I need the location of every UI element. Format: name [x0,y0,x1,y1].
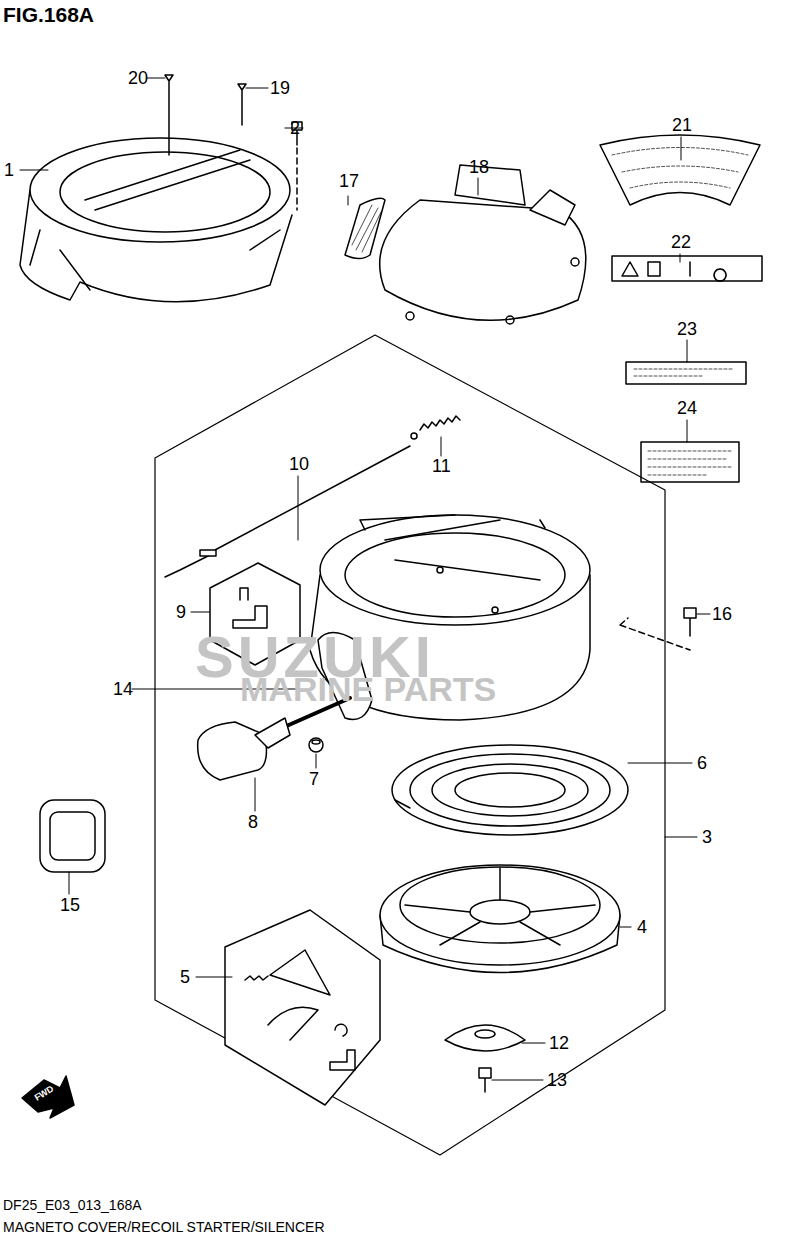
callout-number: 8 [248,813,258,831]
watermark: MARINE PARTS [240,672,496,706]
callout-number: 21 [672,116,692,134]
callout-number: 24 [677,399,697,417]
callout-number: 6 [697,754,707,772]
callout-number: 16 [712,605,732,623]
callout-number: 12 [549,1034,569,1052]
figure-caption: MAGNETO COVER/RECOIL STARTER/SILENCER [3,1220,325,1234]
callout-number: 15 [60,896,80,914]
callout-number: 10 [289,455,309,473]
callout-number: 18 [469,158,489,176]
figure-title: FIG.168A [3,4,94,25]
callout-number: 23 [677,320,697,338]
callout-number: 4 [637,918,647,936]
callout-number: 2 [290,119,300,137]
callout-number: 17 [339,172,359,190]
drawing-code: DF25_E03_013_168A [3,1198,142,1212]
callout-number: 19 [270,79,290,97]
callout-number: 13 [547,1071,567,1089]
callout-number: 1 [4,161,14,179]
callout-number: 20 [128,69,148,87]
callout-number: 14 [113,680,133,698]
callout-number: 22 [671,233,691,251]
callout-number: 11 [432,457,451,475]
callout-number: 9 [176,603,186,621]
callout-number: 3 [702,828,712,846]
callout-number: 5 [180,968,190,986]
callout-number: 7 [309,770,319,788]
